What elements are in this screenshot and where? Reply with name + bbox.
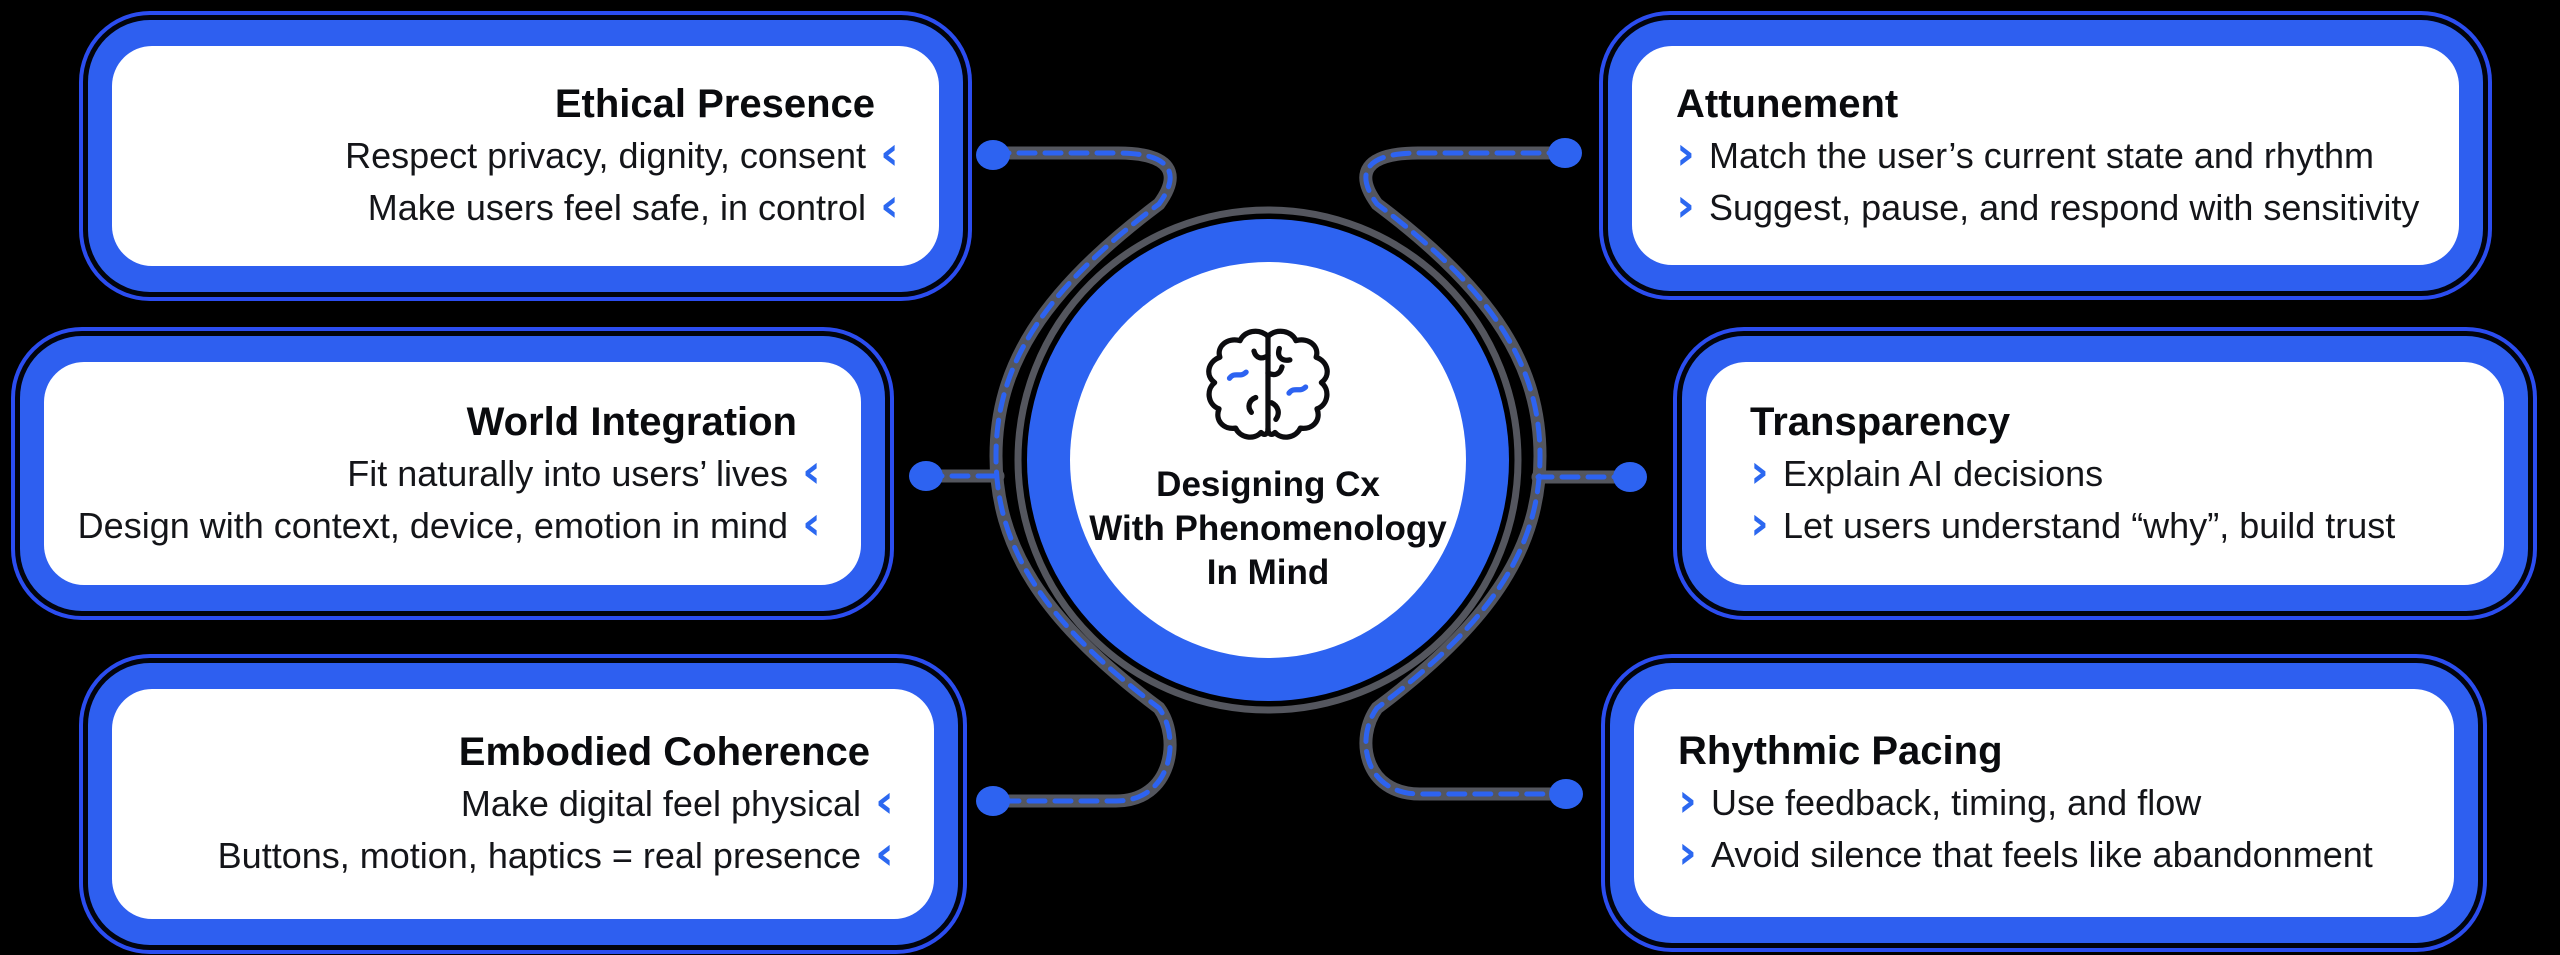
node-item-row: › Avoid silence that feels like abandonm… xyxy=(1678,829,2373,881)
chevron-right-icon: › xyxy=(1678,773,1697,827)
chevron-left-icon: ‹ xyxy=(802,443,821,498)
node-panel: Transparency › Explain AI decisions › Le… xyxy=(1706,362,2504,585)
node-box-embodied-coherence: Embodied Coherence Make digital feel phy… xyxy=(88,663,958,945)
node-item-row: › Use feedback, timing, and flow xyxy=(1678,777,2201,829)
node-panel: Ethical Presence Respect privacy, dignit… xyxy=(112,46,939,266)
chevron-left-icon: ‹ xyxy=(802,495,821,550)
node-item-text: Make users feel safe, in control xyxy=(367,187,867,228)
center-title-line: Designing Cx xyxy=(1156,465,1380,504)
connector-dot-right-top xyxy=(1548,138,1582,168)
node-title: Attunement xyxy=(1676,81,1899,126)
circle-outline-ring xyxy=(1014,206,1522,714)
node-panel: Rhythmic Pacing › Use feedback, timing, … xyxy=(1634,689,2454,917)
node-panel: Embodied Coherence Make digital feel phy… xyxy=(112,689,934,919)
node-title: Embodied Coherence xyxy=(458,730,870,774)
node-item-text: Match the user’s current state and rhyth… xyxy=(1708,134,2374,176)
connector-dot-right-bottom xyxy=(1549,779,1583,809)
node-item-text: Explain AI decisions xyxy=(1782,452,2104,494)
brain-icon xyxy=(1206,328,1330,440)
center-title-line: With Phenomenology xyxy=(1089,509,1447,548)
node-panel: World Integration Fit naturally into use… xyxy=(44,362,861,585)
node-item-text: Let users understand “why”, build trust xyxy=(1782,504,2396,546)
chevron-left-icon: ‹ xyxy=(875,774,894,828)
node-box-transparency: Transparency › Explain AI decisions › Le… xyxy=(1682,336,2528,611)
node-item-text: Avoid silence that feels like abandonmen… xyxy=(1710,834,2373,875)
node-box-rhythmic-pacing: Rhythmic Pacing › Use feedback, timing, … xyxy=(1610,663,2478,943)
connector-dot-right-mid xyxy=(1613,462,1647,492)
node-item-row: Make digital feel physical ‹ xyxy=(461,778,894,830)
node-item-row: › Let users understand “why”, build trus… xyxy=(1750,500,2395,552)
node-item-row: Make users feel safe, in control ‹ xyxy=(368,182,899,234)
chevron-right-icon: › xyxy=(1678,825,1697,879)
node-box-world-integration: World Integration Fit naturally into use… xyxy=(20,336,885,611)
node-item-text: Suggest, pause, and respond with sensiti… xyxy=(1708,186,2420,228)
chevron-right-icon: › xyxy=(1676,177,1695,232)
right-brace-dashed xyxy=(1363,150,1570,797)
node-item-text: Use feedback, timing, and flow xyxy=(1710,782,2202,823)
chevron-right-icon: › xyxy=(1750,495,1769,550)
center-node-panel: Designing Cx With Phenomenology In Mind xyxy=(1070,262,1466,658)
chevron-left-icon: ‹ xyxy=(880,178,899,232)
node-item-text: Make digital feel physical xyxy=(460,783,862,824)
chevron-right-icon: › xyxy=(1750,443,1769,498)
node-title: World Integration xyxy=(466,399,797,444)
node-box-attunement: Attunement › Match the user’s current st… xyxy=(1608,20,2483,291)
node-panel: Attunement › Match the user’s current st… xyxy=(1632,46,2459,265)
node-item-row: Buttons, motion, haptics = real presence… xyxy=(218,830,894,882)
node-item-row: › Suggest, pause, and respond with sensi… xyxy=(1676,182,2419,234)
node-item-row: Design with context, device, emotion in … xyxy=(78,500,821,552)
node-item-text: Buttons, motion, haptics = real presence xyxy=(217,835,862,876)
connector-dot-left-mid xyxy=(909,461,943,491)
chevron-left-icon: ‹ xyxy=(880,126,899,180)
center-node: Designing Cx With Phenomenology In Mind xyxy=(1027,219,1509,701)
node-item-text: Design with context, device, emotion in … xyxy=(77,504,789,546)
node-title: Ethical Presence xyxy=(554,82,875,126)
node-item-row: › Explain AI decisions xyxy=(1750,448,2103,500)
node-item-text: Respect privacy, dignity, consent xyxy=(345,135,867,176)
center-title-line: In Mind xyxy=(1206,553,1330,592)
connector-dot-left-top xyxy=(976,140,1010,170)
node-item-row: Respect privacy, dignity, consent ‹ xyxy=(345,130,899,182)
chevron-right-icon: › xyxy=(1676,125,1695,180)
node-box-ethical-presence: Ethical Presence Respect privacy, dignit… xyxy=(88,20,963,292)
chevron-left-icon: ‹ xyxy=(875,826,894,880)
left-brace-dashed xyxy=(990,150,1173,804)
node-title: Transparency xyxy=(1750,399,2011,444)
node-item-text: Fit naturally into users’ lives xyxy=(347,452,789,494)
node-title: Rhythmic Pacing xyxy=(1678,729,2003,773)
connector-dot-left-bottom xyxy=(976,786,1010,816)
node-item-row: Fit naturally into users’ lives ‹ xyxy=(347,448,821,500)
node-item-row: › Match the user’s current state and rhy… xyxy=(1676,130,2374,182)
